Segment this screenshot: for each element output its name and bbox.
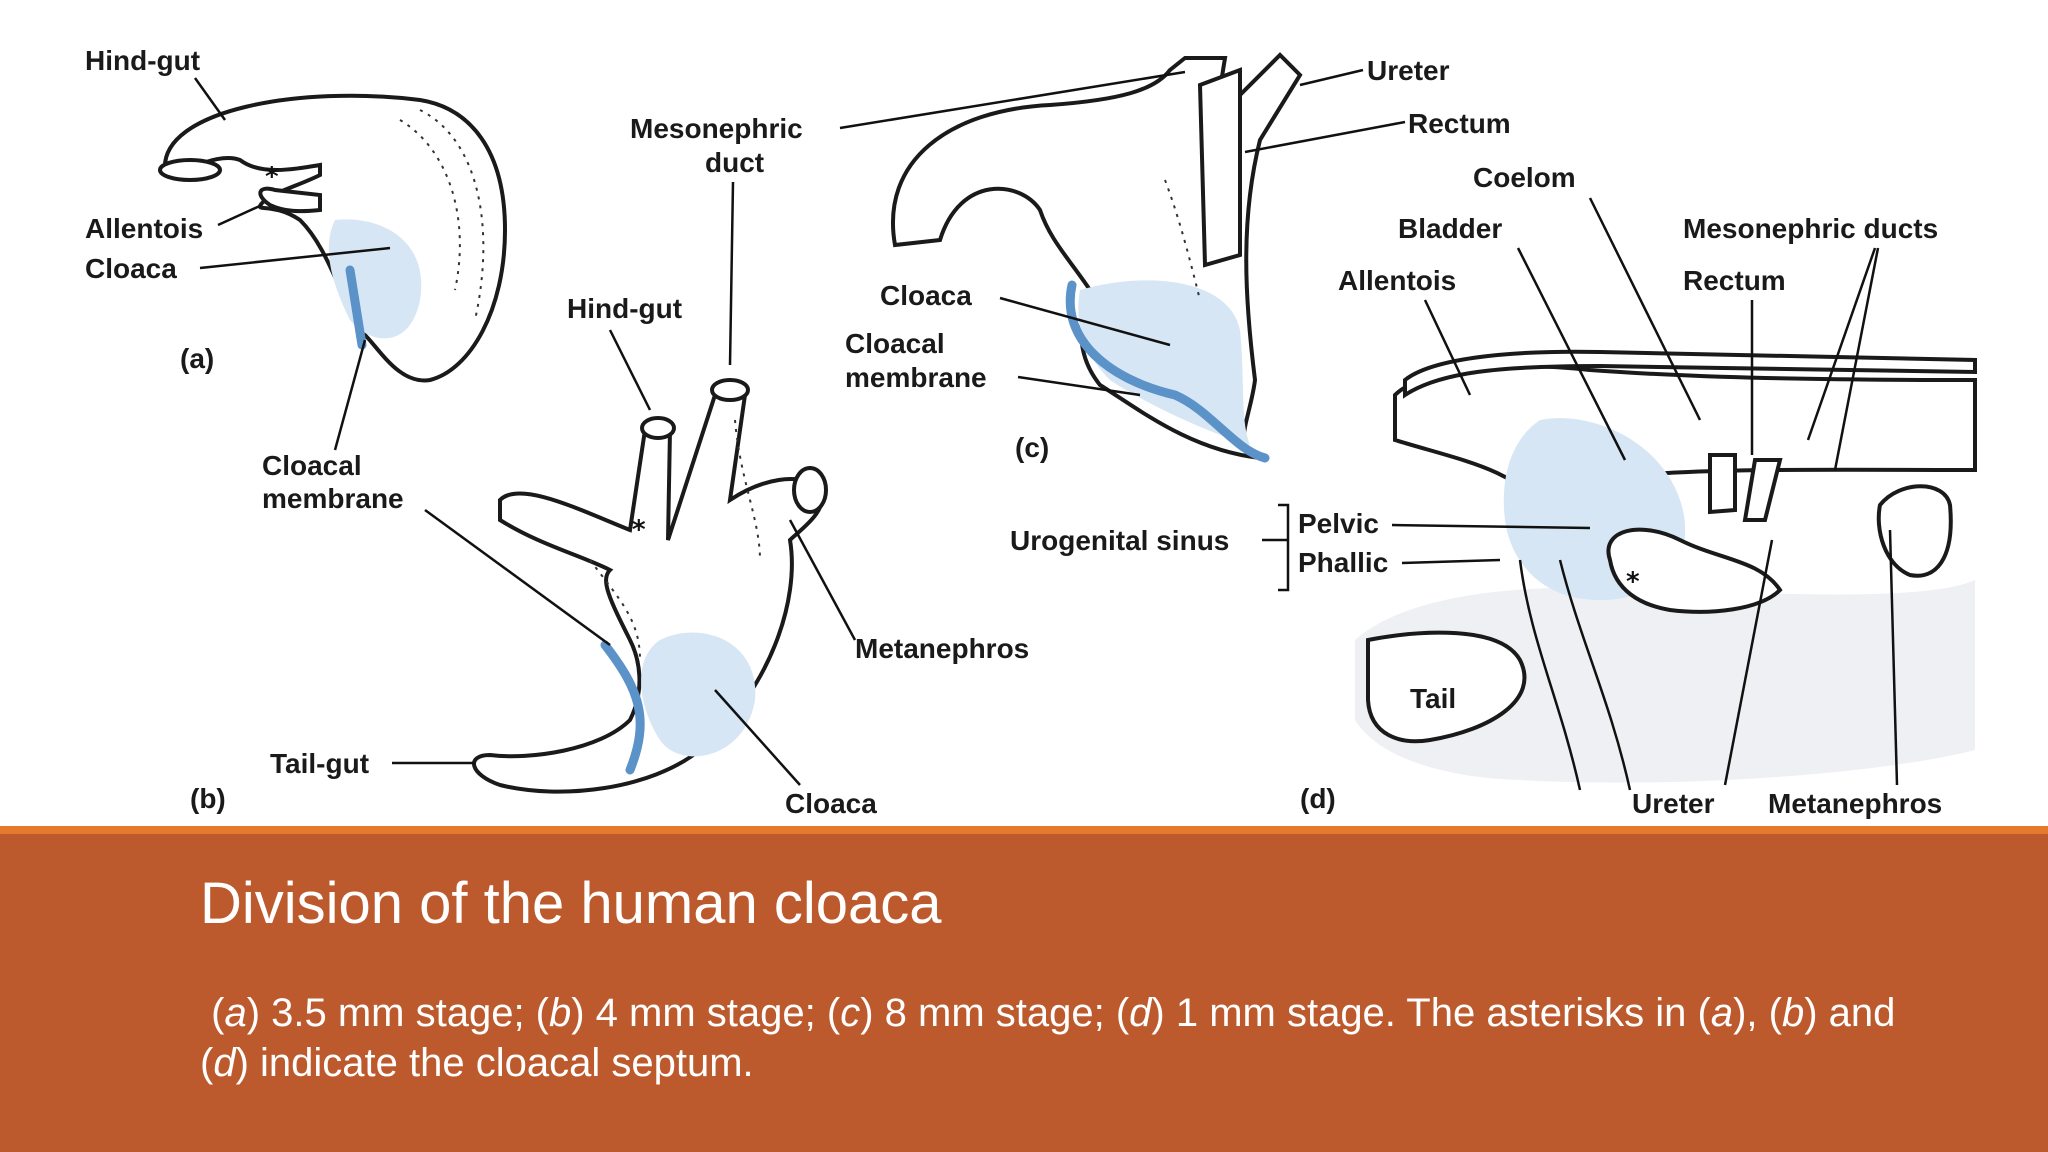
caption-band	[0, 834, 2048, 1152]
panel-d-ureter-label: Ureter	[1632, 788, 1715, 819]
panel-a-septum-asterisk: *	[265, 162, 279, 192]
panel-b-tag: (b)	[190, 783, 226, 814]
caption-end: ) indicate the cloacal septum.	[235, 1041, 754, 1085]
panel-b-hindgut-leader	[608, 329, 652, 411]
panel-c-cloacal-membrane-label-1: Cloacal	[845, 328, 945, 359]
caption-b2: b	[1781, 991, 1805, 1035]
panel-b-mesonephric-duct-label-1: Mesonephric	[630, 113, 803, 144]
panel-c-rectum-label: Rectum	[1408, 108, 1511, 139]
panel-b-mesonephric-duct-leader	[728, 181, 735, 366]
panel-d-mesonephric-ducts-label: Mesonephric ducts	[1683, 213, 1938, 244]
caption-c-text: ) 8 mm stage; (	[860, 991, 1130, 1035]
caption-a: a	[224, 991, 247, 1035]
caption-a-text: ) 3.5 mm stage; (	[246, 991, 549, 1035]
panel-a-cloacal-membrane-label-2: membrane	[262, 483, 404, 514]
panel-d-rectum-label: Rectum	[1683, 265, 1786, 296]
panel-d-coelom-label: Coelom	[1473, 162, 1576, 193]
panel-c-cloaca-leader	[999, 296, 1171, 347]
panel-b-mesonephric-duct-label-2: duct	[705, 147, 764, 178]
slide-title: Division of the human cloaca	[200, 871, 942, 936]
panel-d-phallic-leader	[1401, 558, 1501, 565]
caption-d-text: ) 1 mm stage. The asterisks in (	[1151, 991, 1711, 1035]
panel-d-phallic-label: Phallic	[1298, 547, 1388, 578]
panel-c-cloaca-label: Cloaca	[880, 280, 972, 311]
panel-a-hindgut-label: Hind-gut	[85, 45, 200, 76]
panel-b-cloaca-label: Cloaca	[785, 788, 877, 819]
panel-d-bladder-leader	[1516, 247, 1627, 461]
caption-d: d	[1129, 991, 1152, 1035]
panel-b-cloacal-membrane-leader	[424, 508, 611, 647]
panel-d-allantois-label: Allentois	[1338, 265, 1456, 296]
caption-sep2: ) and (	[200, 991, 1896, 1085]
panel-a-allantois-leader	[217, 203, 263, 227]
panel-a-cloacal-membrane-label-1: Cloacal	[262, 450, 362, 481]
panel-d-coelom-leader	[1588, 197, 1702, 421]
panel-b-hindgut-label: Hind-gut	[567, 293, 682, 324]
cloaca-diagram-figure: Hind-gut * Allentois Cloaca (a) Cloacal …	[85, 45, 1977, 819]
caption-b: b	[549, 991, 572, 1035]
panel-d-urogenital-sinus-bracket	[1262, 503, 1290, 592]
panel-a-tag: (a)	[180, 343, 214, 374]
panel-c-rectum-leader	[1244, 120, 1406, 154]
panel-a-allantois-label: Allentois	[85, 213, 203, 244]
caption-a2: a	[1710, 991, 1734, 1035]
panel-c-tag: (c)	[1015, 432, 1049, 463]
panel-a-cloaca-label: Cloaca	[85, 253, 177, 284]
panel-d-mesonephric-ducts-leader-2	[1833, 247, 1880, 471]
panel-c-ureter-label: Ureter	[1367, 55, 1450, 86]
panel-d-tail-label: Tail	[1410, 683, 1456, 714]
diagram-svg: Hind-gut * Allentois Cloaca (a) Cloacal …	[85, 45, 1977, 819]
panel-c-cloacal-membrane-label-2: membrane	[845, 362, 987, 393]
panel-b-cloaca-leader	[714, 689, 801, 786]
panel-d-pelvic-leader	[1391, 523, 1591, 530]
panel-d-ureter-leader	[1723, 539, 1774, 786]
caption-d2: d	[213, 1041, 236, 1085]
panel-a-drawing	[158, 93, 508, 383]
accent-divider-line	[0, 826, 2048, 834]
caption-c: c	[840, 991, 861, 1035]
panel-d-allantois-leader	[1423, 299, 1472, 396]
panel-d-urogenital-sinus-label: Urogenital sinus	[1010, 525, 1229, 556]
panel-d-metanephros-label: Metanephros	[1768, 788, 1942, 819]
panel-b-septum-asterisk: *	[632, 515, 646, 545]
panel-c-drawing	[891, 52, 1303, 463]
panel-d-mesonephric-ducts-leader-1	[1806, 247, 1877, 441]
caption-sep1: ), (	[1733, 991, 1782, 1035]
slide-caption: (a) 3.5 mm stage; (b) 4 mm stage; (c) 8 …	[200, 991, 1896, 1085]
panel-c-mesonephric-duct-leader	[839, 70, 1186, 130]
panel-d-pelvic-label: Pelvic	[1298, 508, 1379, 539]
panel-c-cloacal-membrane-leader	[1017, 375, 1141, 397]
panel-d-metanephros-leader	[1888, 529, 1899, 786]
panel-b-metanephros-leader	[788, 519, 857, 641]
panel-d-drawing	[1355, 349, 1977, 791]
caption-b-text: ) 4 mm stage; (	[571, 991, 841, 1035]
panel-a-cloacal-membrane-leader	[333, 339, 367, 451]
panel-b-metanephros-label: Metanephros	[855, 633, 1029, 664]
panel-d-bladder-label: Bladder	[1398, 213, 1502, 244]
panel-d-tag: (d)	[1300, 783, 1336, 814]
panel-b-drawing	[472, 378, 828, 794]
panel-d-septum-asterisk: *	[1626, 567, 1640, 597]
panel-a-cloaca-leader	[199, 246, 391, 270]
panel-b-tailgut-label: Tail-gut	[270, 748, 369, 779]
panel-a-hindgut-leader	[193, 77, 227, 121]
panel-c-ureter-leader	[1299, 68, 1364, 87]
